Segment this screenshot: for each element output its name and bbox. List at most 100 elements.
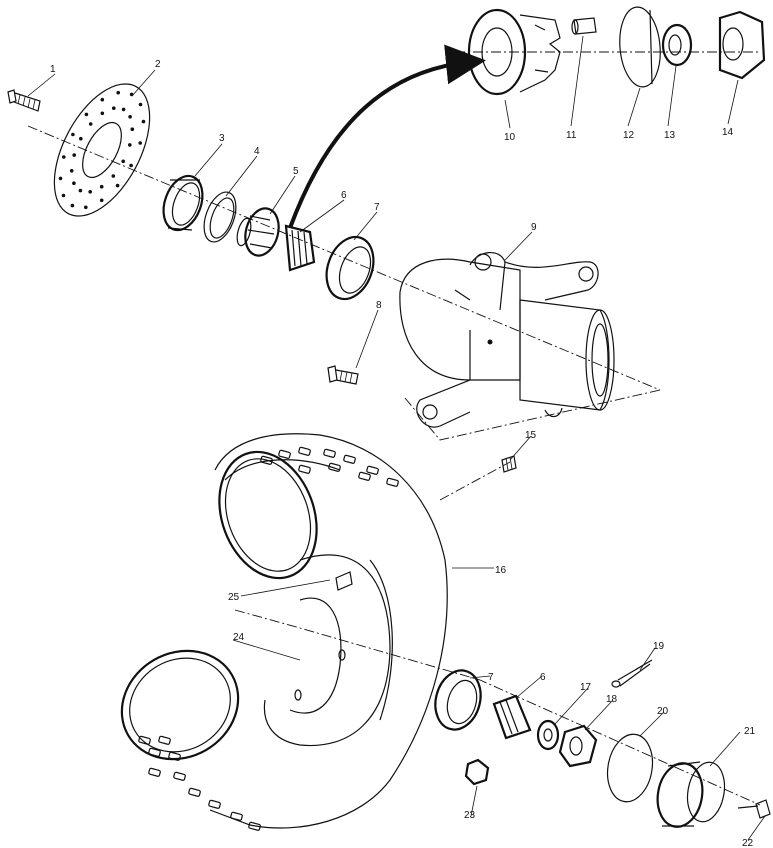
washer-17 bbox=[536, 719, 560, 751]
disc-hole bbox=[138, 141, 142, 145]
assembly-arrow bbox=[288, 44, 486, 229]
tapered-roller-bearing bbox=[284, 224, 316, 272]
tread-block bbox=[188, 787, 201, 797]
disc-hole bbox=[88, 190, 92, 194]
callout-label: 23 bbox=[464, 810, 476, 821]
disc-hole bbox=[128, 115, 132, 119]
castle-nut bbox=[558, 724, 598, 768]
disc-hole bbox=[58, 176, 63, 181]
disc-hole bbox=[72, 181, 76, 185]
disc-hole bbox=[88, 122, 93, 126]
callout-label: 6 bbox=[341, 190, 347, 201]
callout-label: 13 bbox=[664, 130, 676, 141]
callout-label: 20 bbox=[657, 706, 669, 717]
disc-hole bbox=[100, 111, 105, 116]
bearing-cup-lower bbox=[434, 669, 482, 731]
disc-hole bbox=[84, 205, 88, 210]
callout-label: 2 bbox=[155, 59, 161, 70]
tread-block bbox=[148, 747, 161, 757]
disc-hole bbox=[69, 169, 74, 173]
callout-label: 19 bbox=[653, 641, 665, 652]
callout-label: 8 bbox=[376, 300, 382, 311]
callout-label: 10 bbox=[504, 132, 516, 143]
tread-block bbox=[386, 477, 399, 487]
tread-block bbox=[260, 455, 273, 465]
tread-block bbox=[298, 446, 311, 456]
disc-hole bbox=[121, 159, 125, 164]
callout-label: 16 bbox=[495, 565, 507, 576]
disc-hole bbox=[62, 155, 66, 159]
callout-label: 7 bbox=[374, 202, 380, 213]
brake-disc bbox=[53, 83, 151, 217]
tread-block bbox=[323, 448, 336, 458]
disc-hole bbox=[71, 132, 75, 137]
disc-hole bbox=[129, 92, 134, 97]
tread-block bbox=[173, 771, 186, 781]
grease-fitting bbox=[501, 455, 517, 473]
callout-label: 15 bbox=[525, 430, 537, 441]
tread-block bbox=[158, 735, 171, 745]
tread-block bbox=[138, 735, 151, 745]
tread-block bbox=[298, 464, 311, 474]
bearing-cup bbox=[325, 235, 375, 301]
callout-label: 6 bbox=[540, 672, 546, 683]
callout-label: 25 bbox=[228, 592, 240, 603]
disc-hole bbox=[99, 184, 104, 189]
wheel-hub-housing bbox=[399, 252, 615, 428]
disc-hole bbox=[99, 198, 104, 203]
disc-hole bbox=[138, 102, 143, 107]
tread-block bbox=[343, 454, 356, 464]
hub-cap bbox=[656, 761, 726, 828]
outer-bearing-race bbox=[162, 174, 204, 232]
o-ring-12 bbox=[619, 6, 661, 88]
valve-stem bbox=[335, 571, 353, 591]
disc-hole bbox=[129, 163, 133, 168]
assembly-centerlines bbox=[27, 51, 761, 806]
callout-label: 17 bbox=[580, 682, 592, 693]
disc-hole bbox=[115, 183, 120, 188]
callout-labels: 1 2 3 4 5 6 7 8 9 10 11 12 13 14 15 16 7… bbox=[50, 59, 756, 848]
callout-label: 12 bbox=[623, 130, 635, 141]
leader-lines bbox=[27, 35, 766, 841]
callout-label: 18 bbox=[606, 694, 618, 705]
washer-13 bbox=[661, 23, 693, 67]
tire bbox=[120, 433, 448, 831]
tread-block bbox=[148, 767, 161, 777]
callout-label: 22 bbox=[742, 838, 754, 848]
callout-label: 21 bbox=[744, 726, 756, 737]
tread-block bbox=[208, 799, 221, 809]
tread-block bbox=[248, 821, 261, 831]
disc-hole bbox=[100, 97, 105, 102]
hub-bolt bbox=[327, 365, 359, 385]
disc-hole bbox=[141, 119, 146, 124]
disc-hole bbox=[130, 127, 135, 131]
callout-label: 7 bbox=[488, 672, 494, 683]
disc-hole bbox=[70, 203, 75, 208]
tapered-roller-bearing-lower bbox=[492, 694, 532, 740]
callout-label: 9 bbox=[531, 222, 537, 233]
callout-label: 11 bbox=[566, 130, 577, 141]
callout-label: 3 bbox=[219, 133, 225, 144]
tread-block bbox=[366, 465, 379, 475]
disc-hole bbox=[84, 112, 89, 117]
disc-hole bbox=[128, 143, 132, 147]
lug-nut bbox=[464, 758, 490, 786]
callout-label: 1 bbox=[50, 64, 56, 75]
hub-cap-screw bbox=[737, 799, 771, 819]
disc-hole bbox=[111, 174, 116, 178]
brake-disc-bolt bbox=[7, 89, 41, 112]
cotter-pin-bushing bbox=[571, 17, 597, 35]
o-ring-20 bbox=[606, 733, 654, 803]
callout-label: 14 bbox=[722, 127, 734, 138]
disc-hole bbox=[112, 106, 116, 110]
tread-block bbox=[230, 811, 243, 821]
disc-hole bbox=[121, 107, 126, 112]
disc-hole bbox=[61, 193, 66, 198]
wheel-rim bbox=[263, 554, 393, 747]
inner-bearing-cone-5 bbox=[236, 207, 280, 257]
tread-block bbox=[328, 462, 341, 472]
callout-label: 5 bbox=[293, 166, 299, 177]
axle-nut bbox=[718, 10, 766, 80]
